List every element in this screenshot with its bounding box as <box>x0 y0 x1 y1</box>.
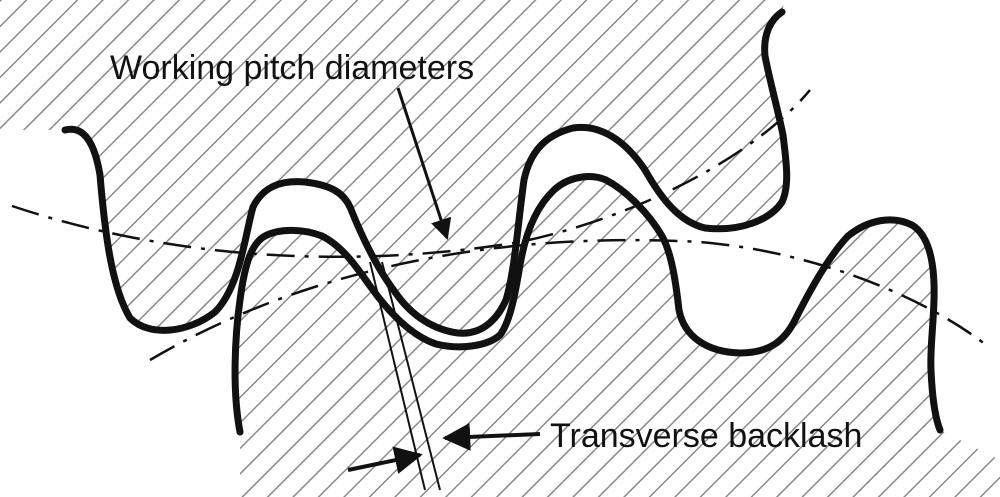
upper-pitch-circle <box>11 89 811 259</box>
upper-gear-outline <box>61 8 791 337</box>
lower-pitch-circle <box>149 238 991 362</box>
backlash-arrow-left <box>347 446 423 474</box>
working-pitch-diameters-label: Working pitch diameters <box>110 49 474 87</box>
lower-gear-outline <box>231 173 944 436</box>
pitch-diameter-arrow <box>396 87 452 240</box>
transverse-backlash-label: Transverse backlash <box>550 417 862 455</box>
lower-gear-body <box>235 176 1000 497</box>
backlash-line-right <box>381 261 441 491</box>
upper-gear-body <box>0 0 787 334</box>
backlash-arrow-right <box>442 422 541 451</box>
